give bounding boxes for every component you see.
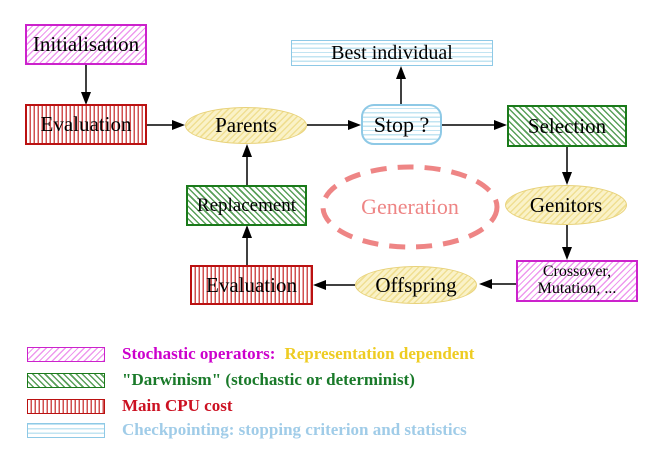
legend-label-cpu-cost: Main CPU cost: [122, 396, 233, 415]
arrowhead-down-icon: [562, 247, 572, 260]
node-evaluation-top: Evaluation: [25, 104, 147, 145]
legend-row-checkpointing: Checkpointing: stopping criterion and st…: [27, 420, 467, 440]
legend-row-cpu-cost: Main CPU cost: [27, 396, 232, 416]
legend-row-darwinism: "Darwinism" (stochastic or determinist): [27, 370, 415, 390]
arrowhead-left-icon: [313, 280, 326, 290]
arrowhead-up-icon: [396, 66, 406, 79]
node-initialisation: Initialisation: [25, 24, 147, 65]
crossover-line1: Crossover,: [542, 263, 612, 281]
arrowhead-left-icon: [479, 279, 492, 289]
legend-label-checkpointing: Checkpointing: stopping criterion and st…: [122, 420, 467, 439]
node-stop-test: Stop ?: [361, 104, 442, 145]
arrow-lines: [85, 65, 568, 286]
legend-label-darwinism: "Darwinism" (stochastic or determinist): [122, 370, 415, 389]
arrow-heads: [81, 66, 572, 290]
arrowhead-down-icon: [562, 172, 572, 185]
node-selection: Selection: [507, 105, 627, 147]
node-parents: Parents: [185, 107, 307, 144]
legend-label-stochastic: Stochastic operators:: [122, 344, 276, 363]
node-crossover-mutation: Crossover, Mutation, ...: [516, 260, 638, 302]
legend-label-representation: Representation dependent: [284, 344, 475, 363]
node-offspring: Offspring: [355, 266, 477, 304]
node-evaluation-bottom: Evaluation: [190, 265, 313, 305]
arrowhead-up-icon: [242, 225, 252, 238]
node-replacement: Replacement: [186, 185, 307, 226]
arrowhead-right-icon: [348, 120, 361, 130]
magenta-hatch-swatch: [27, 346, 105, 362]
red-stripes-swatch: [27, 398, 105, 414]
arrowhead-right-icon: [172, 120, 185, 130]
crossover-line2: Mutation, ...: [537, 280, 617, 297]
generation-label: Generation: [361, 194, 459, 220]
generation-dashed-ellipse: [320, 164, 500, 250]
legend-row-stochastic: Stochastic operators: Representation dep…: [27, 344, 474, 364]
arrowhead-up-icon: [242, 144, 252, 157]
cyan-stripes-swatch: [27, 422, 105, 438]
node-best-individual: Best individual: [291, 40, 493, 66]
arrowhead-down-icon: [81, 92, 91, 105]
green-hatch-swatch: [27, 372, 105, 388]
arrowhead-right-icon: [494, 120, 507, 130]
node-genitors: Genitors: [505, 185, 627, 225]
